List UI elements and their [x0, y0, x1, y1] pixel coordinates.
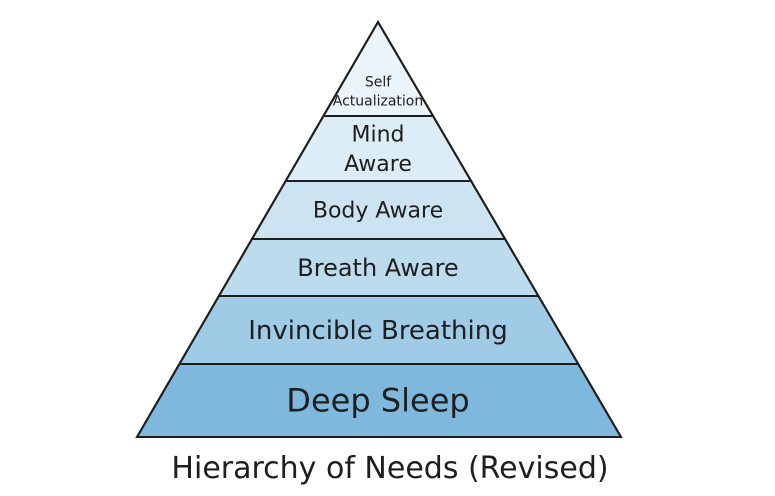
pyramid-tier-label: Invincible Breathing	[248, 316, 508, 346]
pyramid-tier-label: Body Aware	[313, 199, 443, 224]
tier-label-line: Mind	[351, 122, 404, 147]
diagram-caption: Hierarchy of Needs (Revised)	[171, 451, 608, 486]
tier-label-line: Breath Aware	[297, 254, 458, 282]
tier-label-line: Actualization	[333, 93, 424, 109]
pyramid-tier-label: Breath Aware	[297, 254, 458, 282]
tier-label-line: Aware	[344, 152, 412, 177]
tier-label-line: Invincible Breathing	[248, 316, 508, 346]
tier-label-line: Deep Sleep	[286, 382, 469, 420]
pyramid-outline	[135, 20, 623, 438]
tier-label-line: Body Aware	[313, 199, 443, 224]
pyramid-tier-label: Deep Sleep	[286, 382, 469, 420]
tier-label-line: Self	[365, 74, 392, 90]
